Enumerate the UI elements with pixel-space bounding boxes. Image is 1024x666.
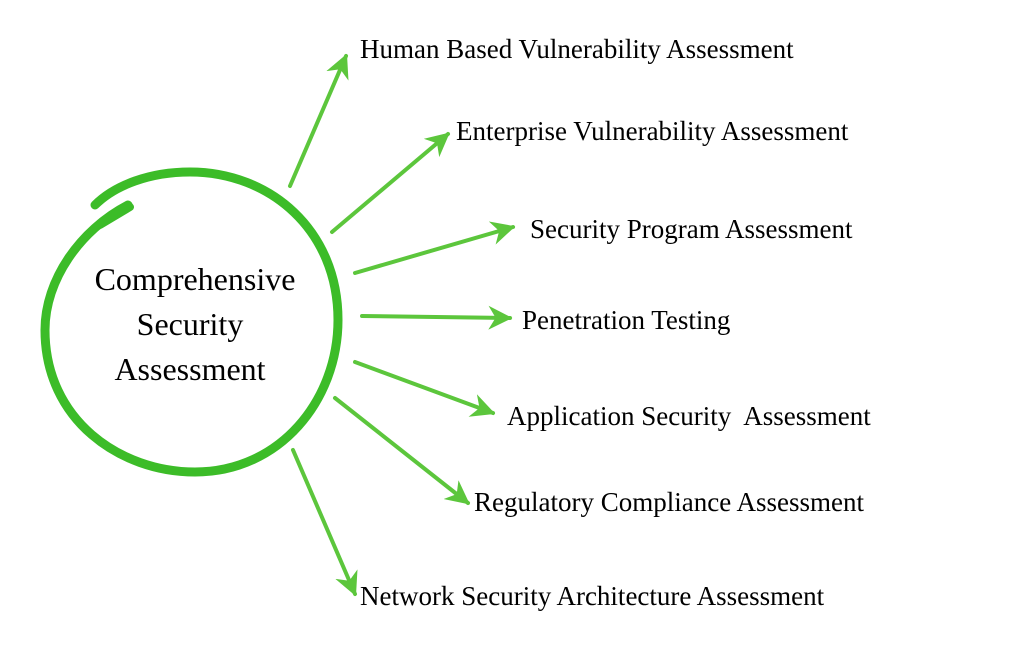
branch-label-regulatory-compliance: Regulatory Compliance Assessment: [474, 487, 864, 517]
arrow-security-program: [353, 221, 516, 275]
branch-label-human-based: Human Based Vulnerability Assessment: [360, 34, 794, 64]
branch-label-penetration-testing: Penetration Testing: [522, 305, 730, 335]
center-title-line-1: Comprehensive: [95, 261, 296, 297]
branch-label-application-security: Application Security Assessment: [507, 401, 871, 431]
arrow-enterprise: [330, 132, 450, 234]
center-title-line-3: Assessment: [114, 351, 265, 387]
branch-label-enterprise: Enterprise Vulnerability Assessment: [456, 116, 849, 146]
arrow-application-security: [353, 360, 496, 417]
center-title-line-2: Security: [137, 306, 244, 342]
center-circle: [40, 167, 343, 477]
arrow-regulatory-compliance: [333, 396, 470, 505]
arrow-penetration-testing: [360, 305, 513, 330]
center-title: Comprehensive Security Assessment: [95, 261, 296, 387]
branch-label-network-security: Network Security Architecture Assessment: [360, 581, 825, 611]
branch-label-security-program: Security Program Assessment: [530, 214, 853, 244]
arrow-network-security: [291, 448, 358, 597]
arrow-human-based: [288, 53, 349, 188]
